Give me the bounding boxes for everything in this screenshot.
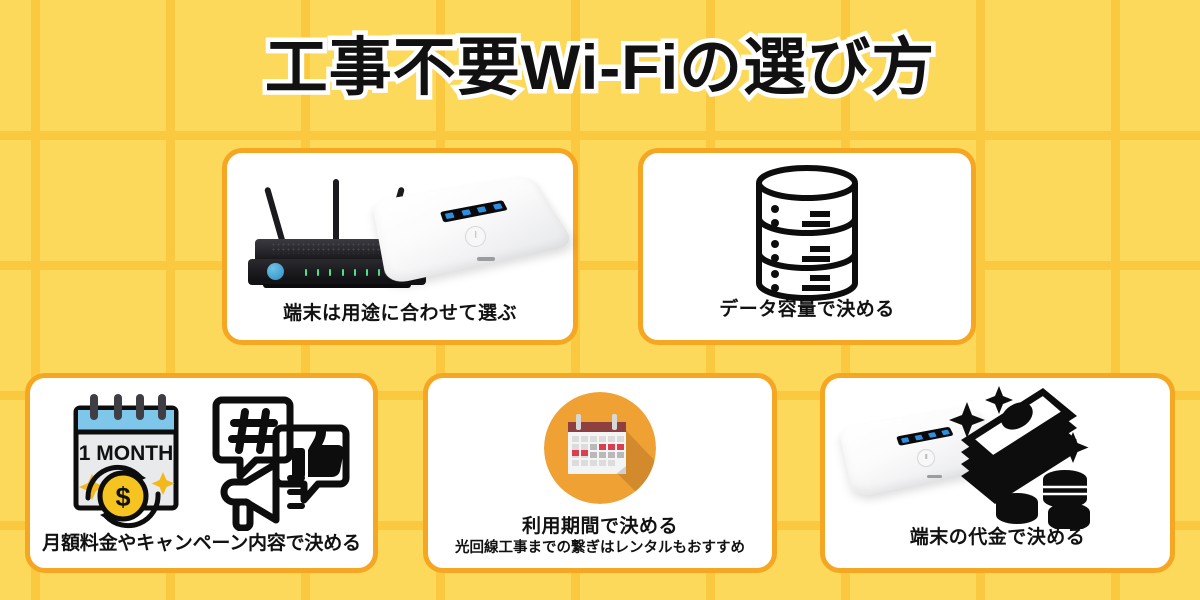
thumbs-up-glyph	[292, 427, 344, 478]
mobile-router-icon	[371, 163, 576, 286]
card-data-caption-main: データ容量で決める	[719, 299, 895, 320]
card-price-artwork: 1 MONTH $	[30, 378, 373, 532]
battery-icon	[476, 206, 487, 213]
cash-stack-icon	[961, 388, 1077, 504]
monthly-calendar-coin-icon: 1 MONTH $	[73, 394, 179, 529]
mobile-router-usb-port	[927, 475, 942, 478]
card-data-caption: データ容量で決める	[643, 298, 971, 340]
calendar-circle-icon	[544, 392, 656, 504]
thumbs-up-speech-bubble-icon	[272, 424, 350, 504]
grid-hline	[0, 261, 1200, 270]
card-terminal[interactable]: 端末の代金で決める	[820, 373, 1175, 573]
card-terminal-caption-main: 端末の代金で決める	[909, 527, 1086, 548]
router-vent	[271, 242, 389, 254]
card-data-artwork	[643, 153, 971, 301]
mobile-router-icon	[838, 396, 1011, 499]
message-icon	[492, 203, 503, 210]
megaphone-icon	[220, 460, 307, 531]
card-device-caption: 端末は用途に合わせて選ぶ	[227, 302, 573, 340]
card-device-artwork	[227, 153, 576, 302]
grid-hline	[0, 131, 1200, 140]
signal-bars-icon	[900, 436, 909, 443]
mobile-router-power-button	[465, 226, 486, 247]
card-period-artwork	[428, 378, 772, 515]
card-price[interactable]: 1 MONTH $	[25, 373, 378, 573]
mobile-router-power-button	[917, 449, 935, 467]
router-base	[263, 284, 411, 288]
coin-currency-symbol: $	[115, 482, 130, 512]
router-antenna	[333, 179, 339, 247]
card-period[interactable]: 利用期間で決める 光回線工事までの繋ぎはレンタルもおすすめ	[423, 373, 777, 573]
page-title-text: 工事不要Wi-Fiの選び方	[260, 29, 938, 108]
cash-and-coins-icon	[949, 386, 1090, 529]
database-stack-icon	[756, 165, 858, 301]
signal-bars-icon	[445, 212, 455, 220]
card-price-caption-main: 月額料金やキャンペーン内容で決める	[42, 533, 361, 554]
router-power-knob	[267, 263, 284, 280]
wifi-icon	[461, 209, 471, 216]
card-period-caption-main: 利用期間で決める	[521, 516, 678, 537]
card-device-caption-main: 端末は用途に合わせて選ぶ	[282, 303, 517, 324]
coins-icon	[996, 470, 1090, 529]
hashtag-icon	[228, 408, 278, 454]
card-period-caption-sub: 光回線工事までの繋ぎはレンタルもおすすめ	[455, 540, 745, 556]
battery-icon	[927, 431, 937, 438]
calendar-month-label: 1 MONTH	[79, 442, 174, 465]
hashtag-speech-bubble-icon	[212, 396, 294, 480]
sparkle-icon	[949, 386, 1089, 463]
wifi-icon	[913, 434, 923, 441]
card-device[interactable]: 端末は用途に合わせて選ぶ	[222, 148, 578, 345]
campaign-promo-icon	[212, 396, 350, 531]
card-period-caption: 利用期間で決める 光回線工事までの繋ぎはレンタルもおすすめ	[428, 515, 772, 568]
card-price-caption: 月額料金やキャンペーン内容で決める	[30, 532, 373, 568]
mobile-router-usb-port	[477, 257, 495, 261]
card-terminal-artwork	[825, 378, 1170, 529]
card-terminal-caption: 端末の代金で決める	[825, 526, 1170, 568]
page-title: 工事不要Wi-Fiの選び方	[0, 28, 1200, 108]
card-data[interactable]: データ容量で決める	[638, 148, 976, 345]
